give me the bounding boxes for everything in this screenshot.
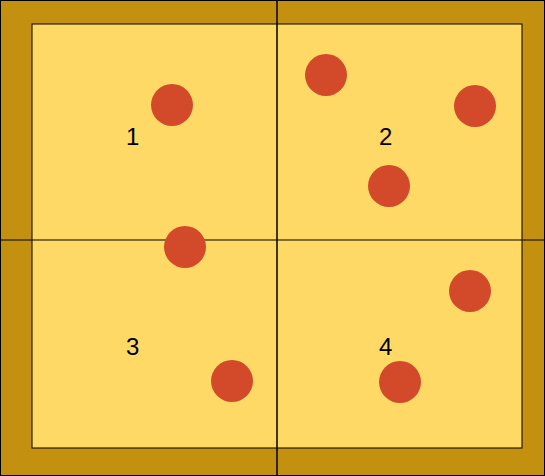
pepperoni [379, 361, 421, 403]
quadrant-number: 2 [379, 125, 392, 149]
pepperoni [305, 54, 347, 96]
cut-line [276, 0, 278, 476]
cut-line [0, 240, 545, 241]
quadrant-number: 4 [379, 335, 392, 359]
pepperoni [368, 165, 410, 207]
pepperoni [151, 84, 193, 126]
pepperoni [449, 270, 491, 312]
pepperoni [454, 85, 496, 127]
pepperoni [211, 360, 253, 402]
pepperoni [164, 226, 206, 268]
quadrant-number: 1 [126, 125, 139, 149]
pepperoni-group [151, 54, 496, 403]
quadrant-number: 3 [126, 335, 139, 359]
